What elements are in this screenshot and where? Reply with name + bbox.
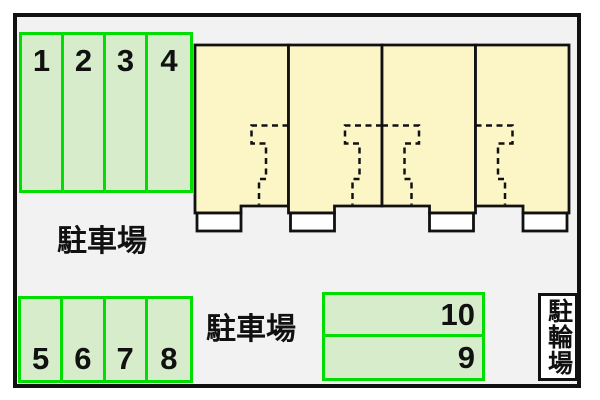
unit-entry-path-dashed xyxy=(382,124,421,205)
parking-label-upper: 駐車場 xyxy=(57,225,147,258)
parking-block-5-8: 5 6 7 8 xyxy=(18,296,193,383)
unit-entry-porch xyxy=(195,211,243,233)
bicycle-parking-label: 駐輪場 xyxy=(544,298,573,376)
unit-entry-path-dashed xyxy=(343,124,382,205)
unit-entry-path-dashed xyxy=(250,124,289,205)
parking-space-9: 9 xyxy=(457,339,475,375)
building-unit xyxy=(380,43,477,215)
unit-entry-porch xyxy=(289,211,336,233)
bicycle-parking-box: 駐輪場 xyxy=(538,293,578,381)
parking-space-5: 5 xyxy=(21,299,64,380)
building-unit xyxy=(193,43,290,215)
parking-block-1-4: 1 2 3 4 xyxy=(19,32,193,193)
building-unit xyxy=(474,43,571,215)
parking-label-lower: 駐車場 xyxy=(206,313,296,346)
parking-space-7: 7 xyxy=(106,299,148,380)
parking-space-8: 8 xyxy=(160,341,178,376)
parking-space-2: 2 xyxy=(64,35,106,190)
parking-space-1: 1 xyxy=(22,35,64,190)
parking-space-6: 6 xyxy=(63,299,106,380)
parking-space-10: 10 xyxy=(325,295,482,337)
unit-entry-path-dashed xyxy=(475,124,514,205)
building-unit xyxy=(287,43,384,215)
unit-entry-porch xyxy=(428,211,475,233)
parking-block-9-10: 10 9 xyxy=(322,292,485,381)
parking-space-3: 3 xyxy=(106,35,148,190)
parking-space-4: 4 xyxy=(160,43,178,78)
unit-entry-porch xyxy=(521,211,569,233)
